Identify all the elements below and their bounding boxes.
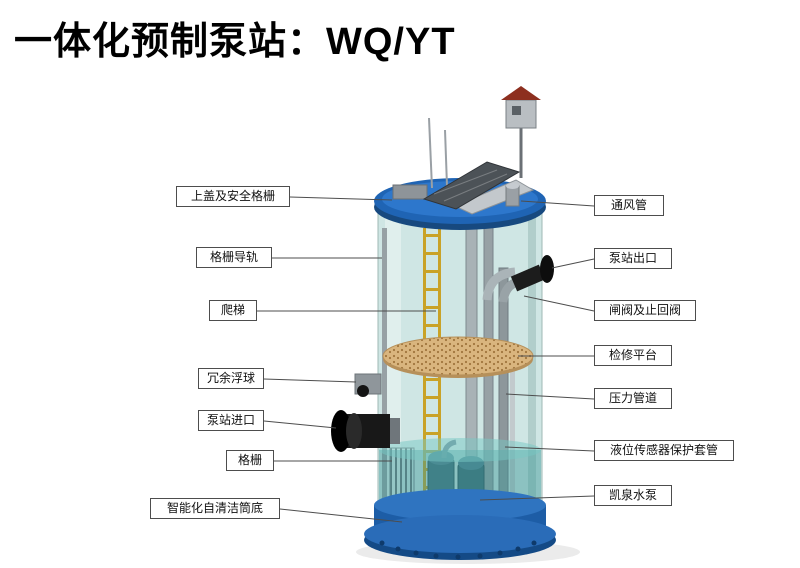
lid-equipment: [392, 86, 541, 215]
outlet-flange: [540, 255, 554, 283]
level-sensor-sleeve: [510, 355, 515, 515]
tank-base: [364, 489, 556, 560]
flange-bolts: [379, 540, 537, 560]
label-ladder: 爬梯: [209, 300, 257, 321]
label-station-inlet: 泵站进口: [198, 410, 264, 431]
leader-line: [263, 420, 337, 429]
label-redundant-float: 冗余浮球: [198, 368, 264, 389]
leader-line: [520, 200, 595, 207]
station-inlet-pipe: [331, 410, 400, 452]
grille-guide-rail: [382, 228, 387, 508]
station-outlet-pipe: [510, 255, 554, 292]
label-kaiquan-pump: 凯泉水泵: [594, 485, 672, 506]
label-pressure-pipe: 压力管道: [594, 388, 672, 409]
label-grille-guide-rail: 格栅导轨: [196, 247, 272, 268]
label-station-outlet: 泵站出口: [594, 248, 672, 269]
control-box-roof: [501, 86, 541, 100]
antenna-mast: [428, 117, 433, 189]
leader-line: [523, 295, 595, 312]
redundant-float: [354, 373, 382, 397]
label-self-cleaning-bottom: 智能化自清洁筒底: [150, 498, 280, 519]
leader-line: [551, 258, 595, 269]
label-gate-check-valve: 闸阀及止回阀: [594, 300, 696, 321]
antenna-mast-2: [444, 129, 448, 187]
label-level-sensor-sleeve: 液位传感器保护套管: [594, 440, 734, 461]
leader-line: [289, 196, 393, 201]
page-title: 一体化预制泵站：WQ/YT: [14, 21, 456, 63]
inlet-flange: [331, 410, 351, 452]
lid-hatch-box: [392, 184, 428, 200]
label-vent-pipe: 通风管: [594, 195, 664, 216]
control-box: [501, 86, 541, 129]
label-service-platform: 检修平台: [594, 345, 672, 366]
leader-line: [263, 378, 357, 383]
leader-line: [505, 393, 595, 400]
leader-line: [479, 495, 595, 501]
vent-pipe: [505, 183, 520, 207]
leader-line: [279, 508, 403, 523]
float-ball: [357, 385, 369, 397]
label-grille: 格栅: [226, 450, 274, 471]
maintenance-platform: [382, 336, 534, 378]
valve-elbow: [482, 267, 516, 301]
leader-line: [504, 446, 595, 452]
leader-lines: [257, 196, 595, 523]
label-top-cover-safety-grille: 上盖及安全格栅: [176, 186, 290, 207]
